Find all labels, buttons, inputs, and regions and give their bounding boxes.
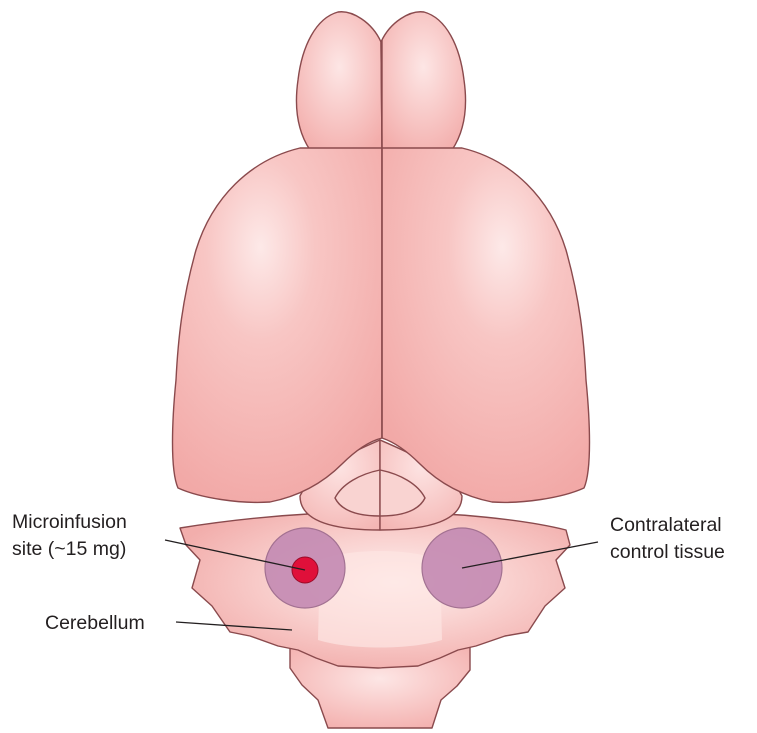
microinfusion-label-line1: Microinfusion [12,511,127,533]
cerebral-hemisphere-left [173,148,383,502]
microinfusion-label-line2: site (~15 mg) [12,538,126,560]
contralateral-label-line1: Contralateral [610,514,722,536]
olfactory-bulb-left [297,12,383,150]
contralateral-label-line2: control tissue [610,541,725,563]
cerebral-hemisphere-right [382,148,590,502]
olfactory-bulb-right [381,12,466,150]
cerebellum-label: Cerebellum [45,612,145,634]
